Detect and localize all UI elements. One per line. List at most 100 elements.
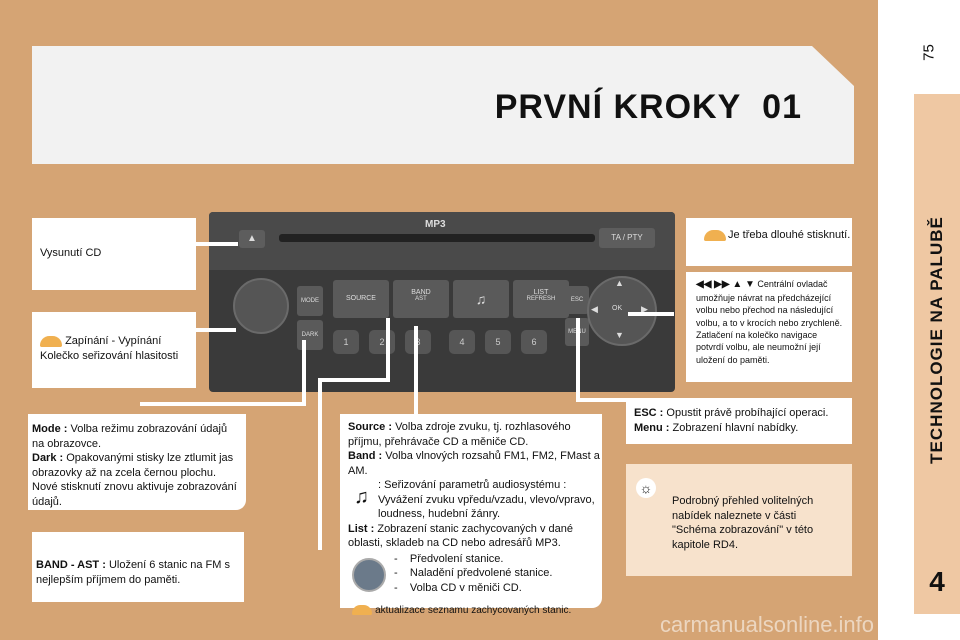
power-box: Zapínání - Vypínání Kolečko seřizování h… [32,312,196,388]
esc-text: Opustit právě probíhající operaci. [666,407,829,419]
dial-left-icon: ◀ [591,304,598,314]
mode-content: Mode : Volba režimu zobrazování údajů na… [32,422,242,509]
list-button[interactable]: LIST REFRESH [513,280,569,318]
bullet-dash: - [394,567,398,580]
connector-band-h [318,378,390,382]
dark-button[interactable]: DARK [297,320,323,350]
long-press-icon [704,230,726,241]
connector-esc-v [576,318,580,402]
preset-button-1[interactable]: 1 [333,330,359,354]
connector-band-v2 [318,378,322,550]
dial-ok-label: OK [612,305,623,312]
dial-right-icon: ▶ [641,304,648,314]
page-title: PRVNÍ KROKY 01 [495,88,802,127]
connector-mode-h [140,402,306,406]
audio-settings-button[interactable]: ♫ [453,280,509,318]
central-text: umožňuje návrat na předcházející volbu n… [696,292,843,365]
volume-knob[interactable] [233,278,289,334]
mode-text: Volba režimu zobrazování údajů na obrazo… [32,423,228,450]
chapter-number: 4 [929,566,945,597]
bullet-item: - Předvolení stanice. [394,552,600,567]
title-text: PRVNÍ KROKY [494,88,742,126]
band-button-label: BAND [411,289,431,296]
band-ast-box: BAND - AST : Uložení 6 stanic na FM s ne… [32,532,244,602]
band-ast-content: BAND - AST : Uložení 6 stanic na FM s ne… [36,558,242,587]
central-symbols: ◀◀ ▶▶ ▲ ▼ [696,279,755,290]
esc-button[interactable]: ESC [565,286,589,314]
list-text: Zobrazení stanic zachycovaných v dané ob… [348,522,574,550]
bullet-dash: - [394,581,398,594]
mode-label: Mode : [32,423,68,435]
radio-top-panel: MP3 ▲ TA / PTY [209,212,675,270]
band-ast-label: BAND - AST : [36,559,106,571]
menu-label: Menu : [634,421,670,434]
bullet-text: Volba CD v měniči CD. [409,581,522,594]
navigation-dial[interactable] [587,276,657,346]
source-button[interactable]: SOURCE [333,280,389,318]
preset-button-6[interactable]: 6 [521,330,547,354]
eject-button[interactable]: ▲ [239,230,265,248]
esc-content: ESC : Opustit právě probíhající operaci.… [634,406,850,435]
source-content: Source : Volba zdroje zvuku, tj. rozhlas… [348,420,600,618]
source-box: Source : Volba zdroje zvuku, tj. rozhlas… [340,414,602,616]
central-dial-box: ◀◀ ▶▶ ▲ ▼ Centrální ovladač umožňuje náv… [686,272,852,382]
connector-power [196,328,236,332]
central-inline: Centrální ovladač [757,279,828,289]
detail-box: ☼ Podrobný přehled volitelných nabídek n… [626,464,852,576]
list-button-label: LIST [533,289,549,296]
preset-disc-icon [352,557,386,592]
eject-text: Vysunutí CD [40,247,102,259]
preset-button-5[interactable]: 5 [485,330,511,354]
source-text: Volba zdroje zvuku, tj. rozhlasového pří… [348,421,571,448]
note-row: aktualizace seznamu zachycovaných stanic… [348,603,600,618]
watermark: carmanualsonline.info [660,612,875,637]
band-text: Volba vlnových rozsahů FM1, FM2, FMast a… [348,450,600,477]
ta-pty-button[interactable]: TA / PTY [599,228,655,248]
long-press-content: Je třeba dlouhé stisknutí. [698,228,878,243]
connector-eject [196,242,238,246]
dark-text: Opakovanými stisky lze ztlumit jas obraz… [32,452,237,508]
dial-down-icon: ▼ [615,330,624,340]
band-ast-button[interactable]: BAND AST [393,280,449,318]
esc-menu-box: ESC : Opustit právě probíhající operaci.… [626,398,852,444]
esc-label: ESC : [634,407,664,419]
dial-up-icon: ▲ [615,278,624,288]
source-label: Source : [348,421,393,433]
page-number: 75 [920,44,938,61]
detail-text: Podrobný přehled volitelných nabídek nal… [672,495,814,551]
bullet-item: - Volba CD v měniči CD. [394,581,600,596]
long-press-icon [40,335,62,347]
music-text: : Seřizování parametrů audiosystému : Vy… [378,479,595,521]
long-press-icon [352,605,372,616]
radio-unit: MP3 ▲ TA / PTY MODE DARK SOURCE BAND AST… [209,212,675,392]
central-content: ◀◀ ▶▶ ▲ ▼ Centrální ovladač umožňuje náv… [696,278,846,366]
preset-button-4[interactable]: 4 [449,330,475,354]
bullet-dash: - [394,552,398,565]
power-line2: Kolečko seřizování hlasitosti [40,349,179,362]
bullet-text: Naladění předvolené stanice. [409,567,553,580]
music-note-icon: ♫ [354,486,369,509]
note-text: aktualizace seznamu zachycovaných stanic… [375,605,572,617]
title-banner: PRVNÍ KROKY 01 [32,46,854,164]
connector-band-v [386,318,390,382]
band-ast-text: Uložení 6 stanic na FM s nejlepším příjm… [36,559,230,586]
preset-button-3[interactable]: 3 [405,330,431,354]
power-line1: Zapínání - Vypínání [65,335,162,347]
list-label: List : [348,522,375,535]
bullet-item: - Naladění předvolené stanice. [394,566,600,581]
section-label-text: TECHNOLOGIE NA PALUBĚ [927,216,947,464]
audio-settings-row: ♫ : Seřizování parametrů audiosystému : … [348,478,600,522]
bullet-text: Předvolení stanice. [409,552,504,565]
long-press-text: Je třeba dlouhé stisknutí. [728,229,851,241]
refresh-button-label: REFRESH [526,296,556,302]
dark-label: Dark : [32,452,64,465]
connector-list-v [414,326,418,416]
mode-button[interactable]: MODE [297,286,323,316]
preset-button-2[interactable]: 2 [369,330,395,354]
section-label: TECHNOLOGIE NA PALUBĚ [914,130,960,550]
power-content: Zapínání - Vypínání Kolečko seřizování h… [40,334,196,363]
side-tab [914,94,960,614]
cd-slot [279,234,595,242]
mp3-label: MP3 [425,219,446,230]
gear-icon: ☼ [636,478,656,498]
